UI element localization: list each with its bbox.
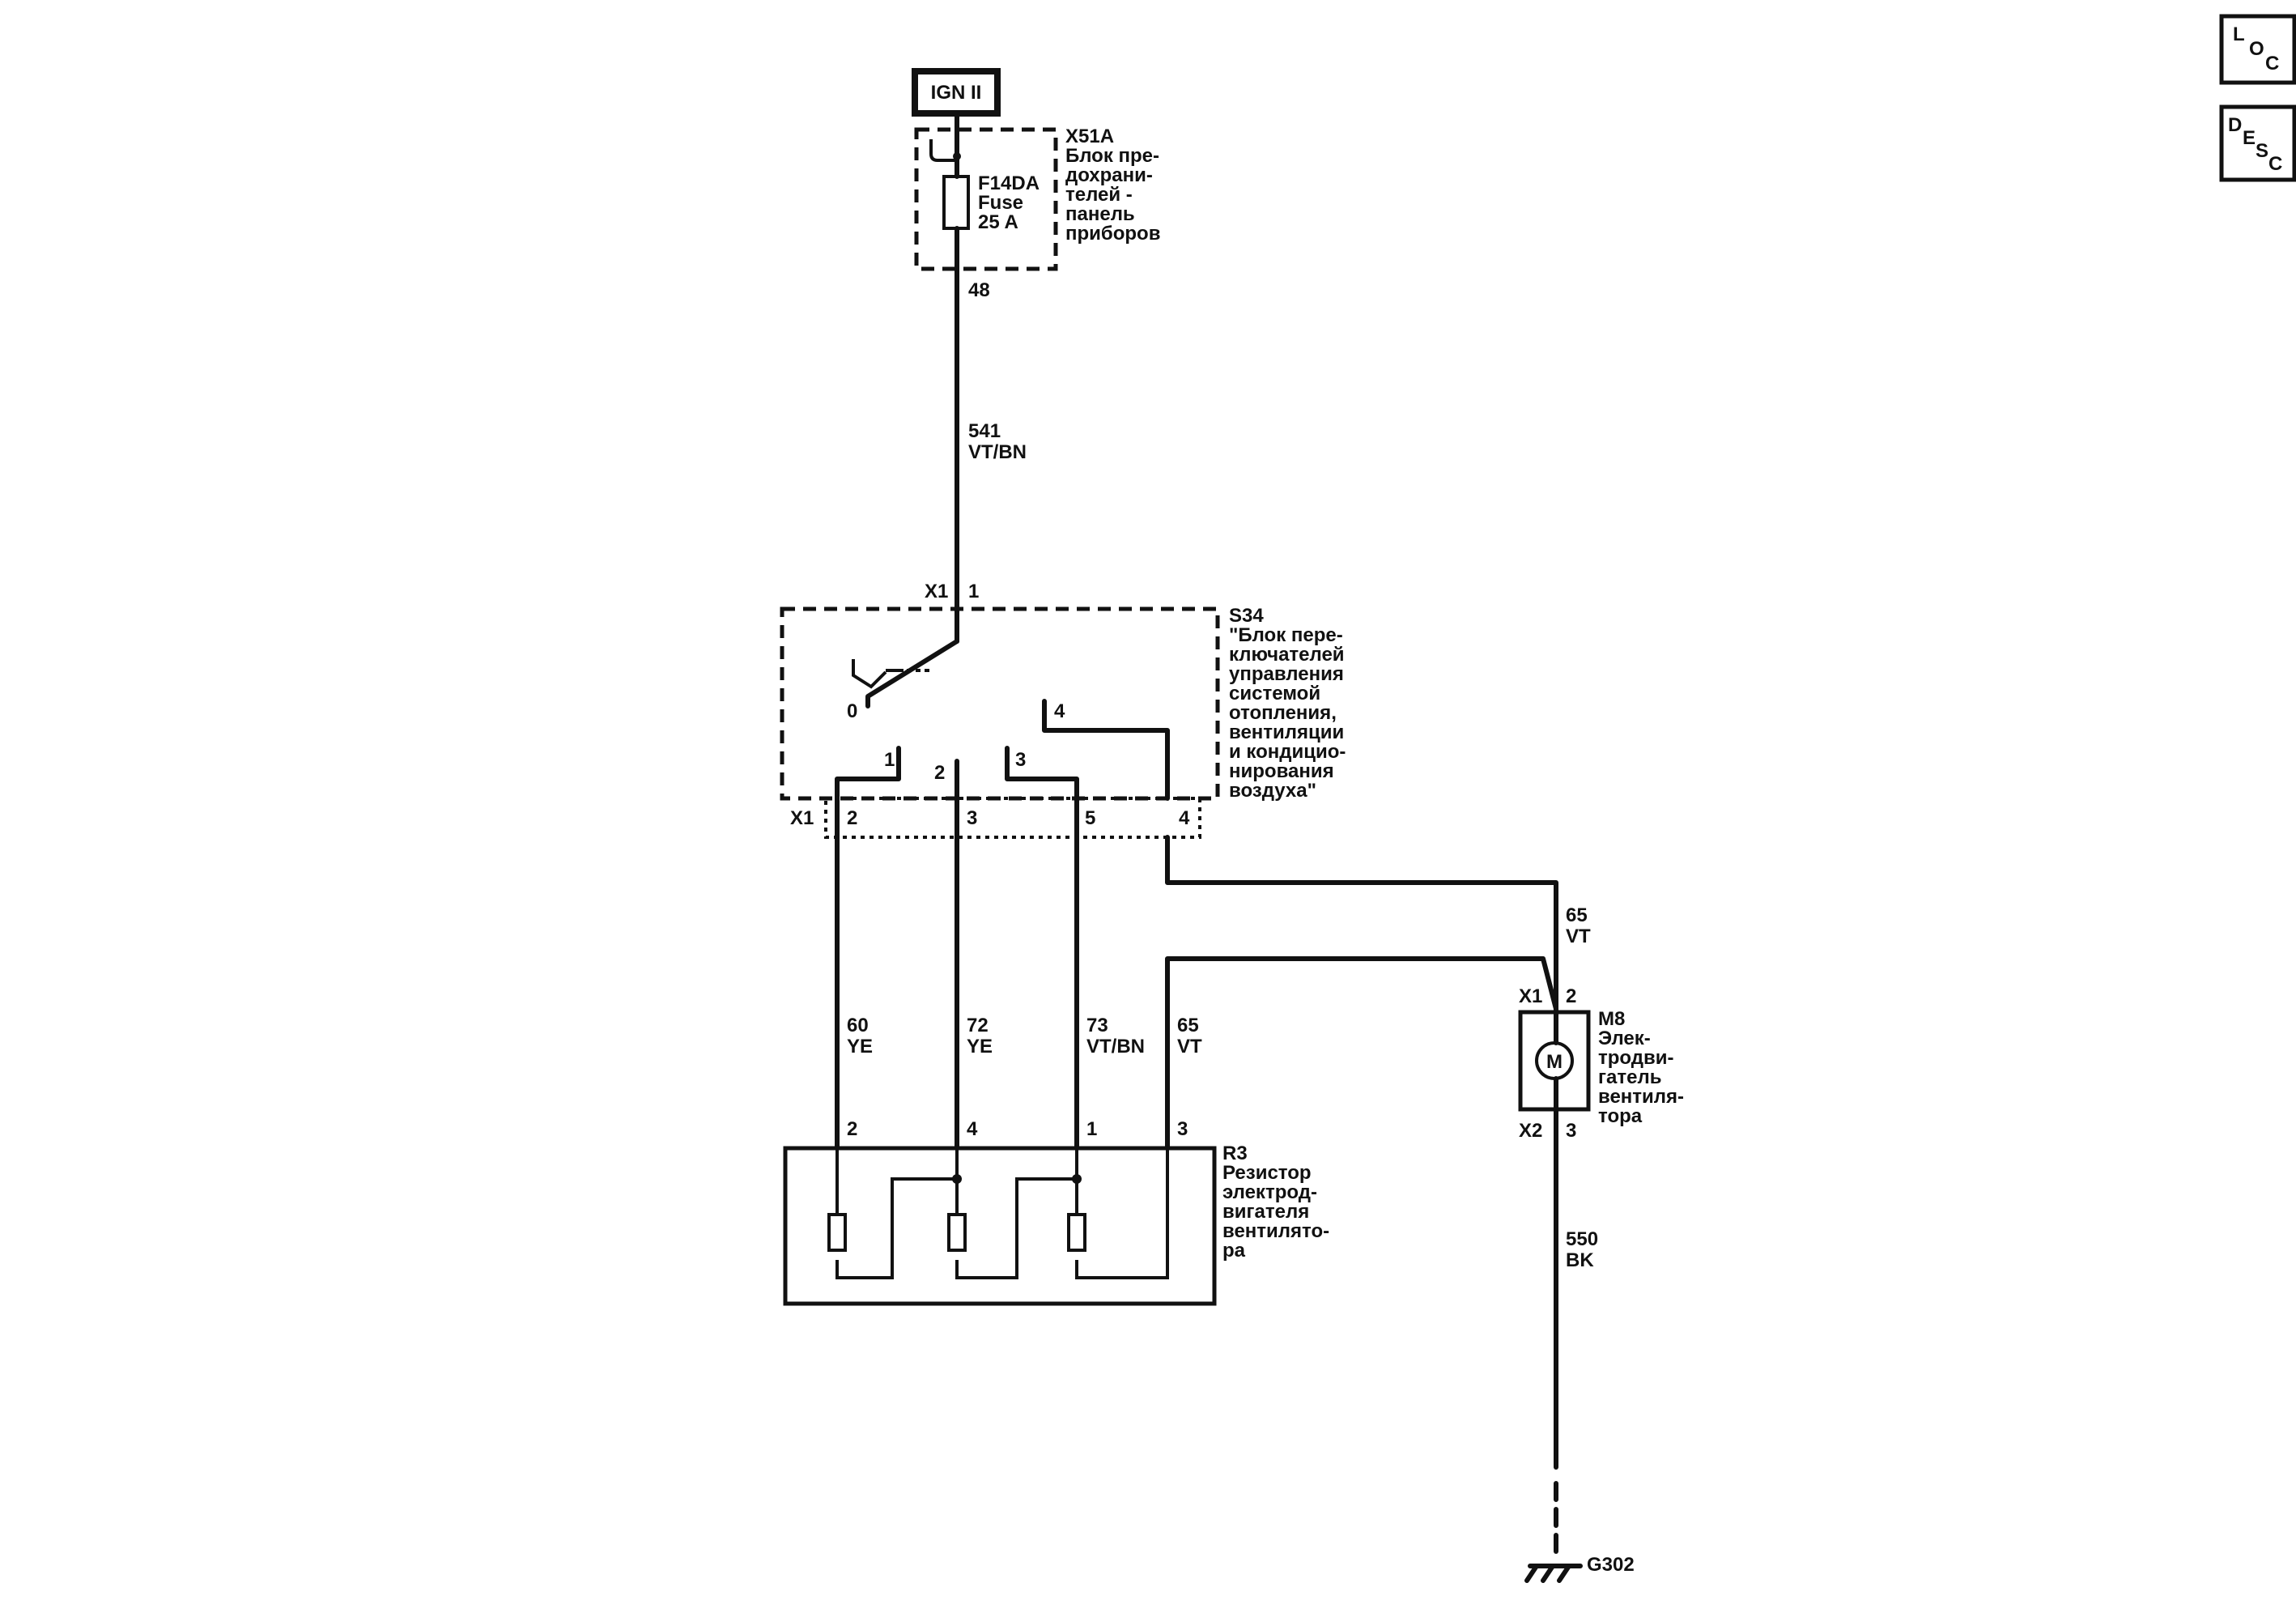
loc-letter-1: L bbox=[2233, 23, 2245, 45]
wire-65-to-resistor bbox=[1165, 956, 1558, 1151]
wire-550-circuit: 550 bbox=[1566, 1228, 1598, 1250]
switch-pos-0: 0 bbox=[847, 700, 857, 722]
fuse-label-1: F14DA bbox=[978, 172, 1040, 194]
motor-name-3: гатель bbox=[1598, 1066, 1661, 1088]
switch-name-5: отопления, bbox=[1229, 702, 1337, 724]
switch-name-2: ключателей bbox=[1229, 644, 1345, 666]
wire-72-circuit: 72 bbox=[967, 1015, 989, 1036]
resistor-element-2 bbox=[947, 1213, 967, 1252]
resistor-name-3: вигателя bbox=[1222, 1201, 1309, 1223]
resistor-id: R3 bbox=[1222, 1143, 1248, 1164]
wire-73-color: VT/BN bbox=[1086, 1036, 1145, 1057]
motor-name-5: тора bbox=[1598, 1105, 1643, 1127]
fuse-block-id: X51A bbox=[1065, 126, 1114, 147]
switch-bottom-pin-3: 5 bbox=[1085, 807, 1095, 829]
switch-name-6: вентиляции bbox=[1229, 721, 1344, 743]
switch-name-3: управления bbox=[1229, 663, 1344, 685]
fuse-block-name-1: Блок пре- bbox=[1065, 145, 1159, 167]
wire-72-color: YE bbox=[967, 1036, 993, 1057]
loc-letter-3: C bbox=[2265, 53, 2279, 74]
fuse-block-name-2: дохрани- bbox=[1065, 164, 1153, 186]
desc-letter-2: E bbox=[2243, 127, 2256, 149]
switch-top-connector: X1 bbox=[925, 581, 948, 602]
motor-top-connector: X1 bbox=[1519, 985, 1542, 1007]
fuse-block-name-5: приборов bbox=[1065, 223, 1160, 245]
resistor-name-4: вентилято- bbox=[1222, 1220, 1329, 1242]
wire-73-circuit: 73 bbox=[1086, 1015, 1108, 1036]
switch-bottom-pin-2: 3 bbox=[967, 807, 977, 829]
wire-65-to-motor bbox=[1165, 835, 1558, 1011]
fuse-label-3: 25 A bbox=[978, 211, 1018, 233]
desc-letter-1: D bbox=[2228, 114, 2242, 136]
switch-name-7: и кондицио- bbox=[1229, 741, 1346, 763]
switch-name-1: "Блок пере- bbox=[1229, 624, 1343, 646]
blower-resistor: 2 4 1 3 R3 Резистор электрод- вигателя в… bbox=[783, 1118, 1329, 1306]
wire-550-color: BK bbox=[1566, 1249, 1594, 1271]
resistor-element-1 bbox=[827, 1213, 847, 1252]
wire-65-motor-color: VT bbox=[1566, 926, 1591, 947]
resistor-element-3 bbox=[1067, 1213, 1086, 1252]
switch-name-9: воздуха" bbox=[1229, 780, 1316, 802]
desc-button[interactable]: D E S C bbox=[2219, 104, 2296, 182]
switch-bottom-pin-1: 2 bbox=[847, 807, 857, 829]
motor-id: M8 bbox=[1598, 1008, 1625, 1030]
motor-bottom-pin: 3 bbox=[1566, 1120, 1576, 1142]
switch-name-4: системой bbox=[1229, 683, 1320, 704]
resistor-name-5: ра bbox=[1222, 1240, 1246, 1262]
switch-pos-4: 4 bbox=[1054, 700, 1065, 722]
desc-letter-4: C bbox=[2268, 153, 2282, 175]
resistor-pin-1: 2 bbox=[847, 1118, 857, 1140]
fuse-block-name-4: панель bbox=[1065, 203, 1135, 225]
switch-id: S34 bbox=[1229, 605, 1264, 627]
desc-letter-3: S bbox=[2256, 140, 2268, 162]
resistor-name-1: Резистор bbox=[1222, 1162, 1312, 1184]
loc-button[interactable]: L O C bbox=[2219, 14, 2296, 85]
motor-top-pin: 2 bbox=[1566, 985, 1576, 1007]
wire-60-color: YE bbox=[847, 1036, 873, 1057]
switch-name-8: нирования bbox=[1229, 760, 1334, 782]
ground-icon bbox=[1524, 1564, 1583, 1583]
switch-pos-3: 3 bbox=[1015, 749, 1026, 771]
wire-60-circuit: 60 bbox=[847, 1015, 869, 1036]
switch-pos-2: 2 bbox=[934, 762, 945, 784]
switch-bottom-pin-4: 4 bbox=[1179, 807, 1190, 829]
ground-id: G302 bbox=[1587, 1554, 1635, 1576]
wire-541-circuit: 541 bbox=[968, 420, 1001, 442]
blower-switch: X1 1 0 1 2 3 4 X1 2 3 5 4 S34 "Блок пере… bbox=[780, 581, 1346, 839]
motor-symbol: M bbox=[1546, 1051, 1563, 1073]
motor-name-2: тродви- bbox=[1598, 1047, 1674, 1069]
power-source-text: IGN II bbox=[931, 82, 982, 104]
power-source-label: IGN II bbox=[912, 68, 1001, 117]
motor-name-4: вентиля- bbox=[1598, 1086, 1684, 1108]
fuse-block-pin: 48 bbox=[968, 279, 990, 301]
resistor-pin-3: 1 bbox=[1086, 1118, 1097, 1140]
motor-bottom-connector: X2 bbox=[1519, 1120, 1542, 1142]
resistor-pin-4: 3 bbox=[1177, 1118, 1188, 1140]
resistor-pin-2: 4 bbox=[967, 1118, 978, 1140]
blower-motor: M X1 2 X2 3 M8 Элек- тродви- гатель вент… bbox=[1518, 985, 1684, 1142]
wire-65-color: VT bbox=[1177, 1036, 1202, 1057]
loc-letter-2: O bbox=[2249, 38, 2264, 60]
switch-bottom-connector: X1 bbox=[790, 807, 814, 829]
fuse-block: F14DA Fuse 25 A X51A Блок пре- дохрани- … bbox=[914, 126, 1160, 301]
wire-541-color: VT/BN bbox=[968, 441, 1027, 463]
wire-65-circuit: 65 bbox=[1177, 1015, 1199, 1036]
switch-top-pin: 1 bbox=[968, 581, 979, 602]
wire-65-motor-circuit: 65 bbox=[1566, 904, 1588, 926]
fuse-label-2: Fuse bbox=[978, 192, 1023, 214]
fuse-icon bbox=[942, 175, 970, 230]
resistor-name-2: электрод- bbox=[1222, 1181, 1317, 1203]
switch-pos-1: 1 bbox=[884, 749, 895, 771]
fuse-block-name-3: телей - bbox=[1065, 184, 1133, 206]
motor-name-1: Элек- bbox=[1598, 1028, 1651, 1049]
